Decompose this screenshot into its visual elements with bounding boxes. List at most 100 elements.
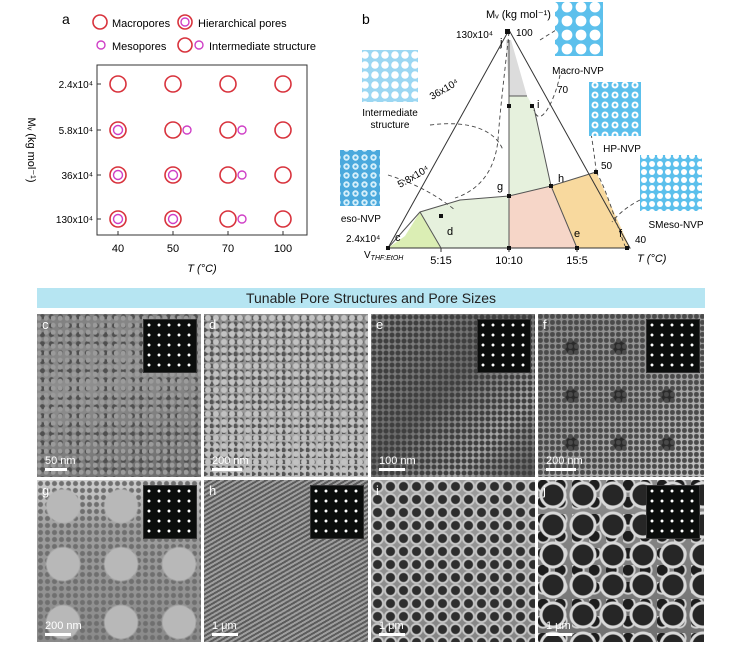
label-wmeso-nvp: WMeso-NVP	[340, 214, 381, 225]
diffraction-inset	[143, 485, 197, 539]
point-label-h: h	[558, 173, 564, 185]
diffraction-inset	[477, 319, 531, 373]
point-label-i: i	[537, 99, 539, 111]
point-label-j: j	[499, 37, 502, 49]
inset-intermediate	[362, 50, 418, 102]
label-smeso-nvp: SMeso-NVP	[648, 220, 703, 231]
right-axis-label: 40	[635, 235, 647, 246]
scale-bar: 100 nm	[379, 455, 416, 471]
inset-macro-nvp	[555, 2, 603, 56]
scale-bar-line	[212, 633, 238, 636]
pore-marker-macropores	[109, 75, 127, 93]
pore-marker-macropores	[274, 121, 292, 139]
micrograph-label: j	[543, 483, 546, 498]
pore-marker-hierarchical	[109, 210, 127, 228]
micrograph-label: d	[209, 317, 217, 332]
diffraction-inset	[310, 485, 364, 539]
region-wmeso-light	[420, 196, 509, 248]
scale-bar: 200 nm	[45, 620, 82, 636]
micrograph-d: d 200 nm	[204, 314, 368, 477]
pore-marker-side-meso	[182, 125, 192, 135]
legend-mesopores-icon	[96, 40, 106, 50]
pore-marker-inner-meso	[112, 169, 124, 181]
pore-marker-side-meso	[237, 170, 247, 180]
point-label-c: c	[395, 232, 401, 244]
region-macro	[506, 40, 527, 96]
legend-hierarchical-label: Hierarchical pores	[198, 18, 287, 30]
x-tick-label: 40	[112, 243, 124, 255]
micrograph-g: g 200 nm	[37, 480, 201, 642]
micrograph-label: h	[209, 483, 217, 498]
left-axis-origin: VTHF:EtOH	[364, 250, 404, 262]
diffraction-inset	[646, 319, 700, 373]
y-tick-label: 5.8x10⁴	[59, 126, 93, 137]
bottom-axis-label: 10:10	[495, 255, 523, 267]
pore-marker-intermediate	[219, 210, 237, 228]
point-label-d: d	[447, 226, 453, 238]
micrograph-label: e	[376, 317, 384, 332]
y-tick-label: 2.4x10⁴	[59, 80, 93, 91]
bottom-axis-label: 5:15	[430, 255, 451, 267]
right-axis-title: T (°C)	[637, 253, 667, 265]
bottom-ticks	[440, 248, 578, 252]
micrograph-label: f	[543, 317, 547, 332]
pore-marker-side-meso	[237, 125, 247, 135]
panel-a-label: a	[62, 11, 70, 27]
top-t-value: 100	[516, 28, 533, 39]
right-axis-label: 70	[557, 85, 569, 96]
x-tick-label: 100	[274, 243, 292, 255]
y-tick-label: 130x10⁴	[56, 215, 93, 226]
label-intermediate-2: structure	[371, 120, 410, 131]
micrograph-label: g	[42, 483, 50, 498]
x-tick-label: 50	[167, 243, 179, 255]
scale-bar: 200 nm	[212, 455, 249, 471]
inset-wmeso-nvp	[340, 150, 380, 206]
pore-marker-macropores	[274, 166, 292, 184]
legend-hierarchical-icon	[177, 14, 193, 30]
bottom-axis-label: 15:5	[566, 255, 587, 267]
scale-bar-line	[45, 468, 67, 471]
micrograph-label: i	[376, 483, 379, 498]
micrograph-e: e 100 nm	[371, 314, 535, 477]
point-label-f: f	[619, 228, 623, 240]
pore-marker-side-meso	[237, 214, 247, 224]
x-axis-label: T (°C)	[187, 263, 217, 275]
inset-hp-nvp	[589, 82, 641, 136]
panel-b-label: b	[362, 11, 370, 27]
pore-marker-hierarchical	[109, 166, 127, 184]
scale-bar-line	[212, 468, 242, 471]
panel-b: b Mᵥ (kg mol⁻¹) 130x10⁴ 100	[340, 2, 704, 267]
region-peach	[509, 186, 577, 248]
pore-marker-grid	[109, 75, 292, 228]
scale-bar-label: 200 nm	[45, 620, 82, 632]
pore-marker-inner-meso	[167, 169, 179, 181]
scale-bar: 1 μm	[546, 620, 572, 636]
micrograph-label: c	[42, 317, 49, 332]
legend-intermediate-small-icon	[194, 40, 204, 50]
mw-top-label: Mᵥ (kg mol⁻¹)	[486, 9, 551, 21]
pore-marker-intermediate	[219, 121, 237, 139]
pore-marker-intermediate	[164, 121, 182, 139]
legend-mesopores-label: Mesopores	[112, 41, 167, 53]
panel-a: a Macropores Hierarchical pores Mesopore…	[25, 11, 316, 275]
legend: Macropores Hierarchical pores Mesopores …	[92, 14, 316, 53]
point-label-e: e	[574, 228, 580, 240]
scale-bar: 1 μm	[212, 620, 238, 636]
label-intermediate-1: Intermediate	[362, 108, 418, 119]
left-axis-label: 5.8x10⁴	[396, 164, 431, 191]
pore-marker-inner-meso	[112, 124, 124, 136]
label-macro-nvp: Macro-NVP	[552, 66, 604, 77]
legend-macropores-icon	[92, 14, 108, 30]
scale-bar-label: 1 μm	[379, 620, 404, 632]
y-tick-label: 36x10⁴	[61, 171, 93, 182]
dashed-boundaries	[387, 29, 641, 247]
phase-regions	[388, 40, 630, 248]
scale-bar-line	[45, 633, 71, 636]
diffraction-inset	[143, 319, 197, 373]
legend-macropores-label: Macropores	[112, 18, 171, 30]
pore-marker-macropores	[274, 75, 292, 93]
legend-intermediate-label: Intermediate structure	[209, 41, 316, 53]
scale-bar-label: 1 μm	[212, 620, 237, 632]
legend-hierarchical-inner-icon	[180, 17, 190, 27]
